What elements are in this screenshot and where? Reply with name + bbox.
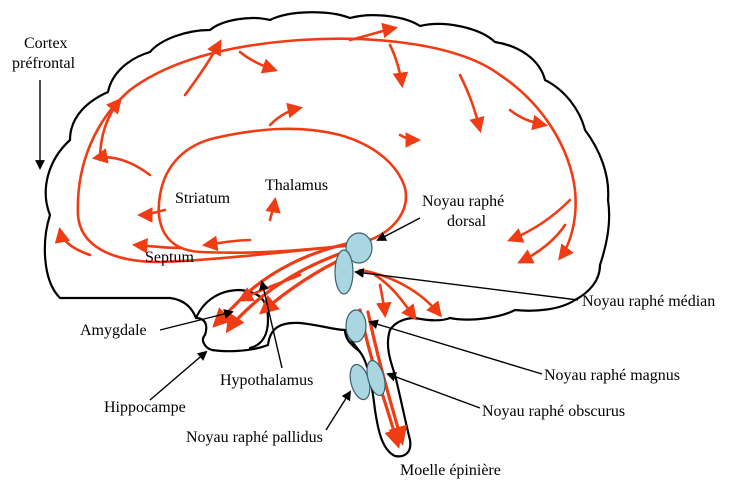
label-moelle: Moelle épinière <box>400 462 501 479</box>
raphe-magnus-nucleus <box>346 310 366 342</box>
label-raphe-median: Noyau raphé médian <box>582 293 715 310</box>
label-hypothalamus: Hypothalamus <box>220 372 313 389</box>
label-amygdale: Amygdale <box>80 322 147 339</box>
label-raphe-obscurus: Noyau raphé obscurus <box>482 403 625 420</box>
label-raphe-magnus: Noyau raphé magnus <box>544 367 680 384</box>
raphe-nuclei <box>335 233 388 402</box>
label-septum: Septum <box>145 249 194 266</box>
label-raphe-dorsal-line1: Noyau raphé <box>422 193 504 210</box>
label-hippocampe: Hippocampe <box>104 399 186 416</box>
label-raphe-dorsal-line2: dorsal <box>447 213 487 230</box>
label-thalamus: Thalamus <box>265 177 328 194</box>
label-striatum: Striatum <box>175 190 231 207</box>
label-cortex-line1: Cortex <box>24 35 68 52</box>
raphe-median-nucleus <box>335 250 353 294</box>
label-cortex-line2: préfrontal <box>12 55 76 72</box>
serotonin-pathways <box>60 28 576 445</box>
label-raphe-pallidus: Noyau raphé pallidus <box>186 429 323 446</box>
